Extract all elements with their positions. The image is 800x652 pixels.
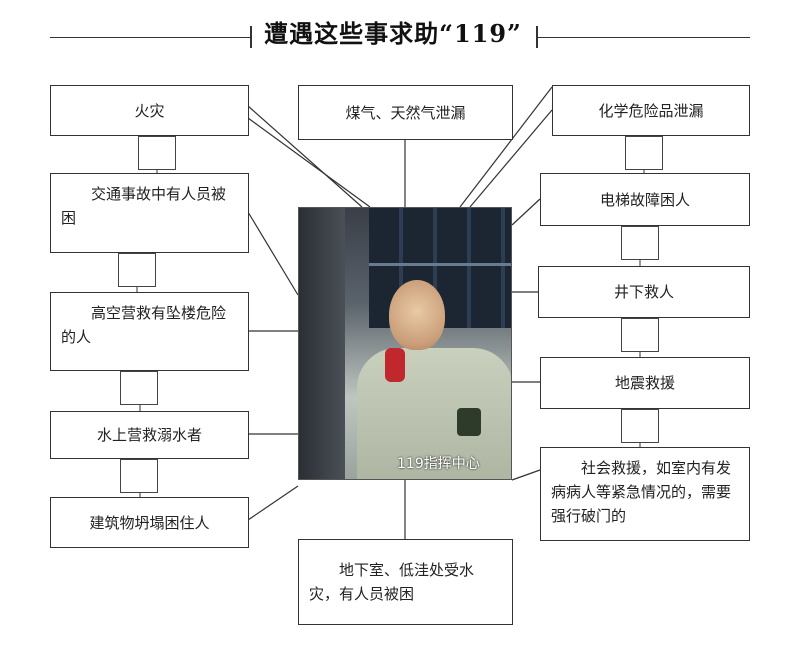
phone-icon bbox=[385, 348, 405, 382]
connector-right-2 bbox=[621, 226, 659, 260]
connector-right-4 bbox=[621, 409, 659, 443]
box-earthquake: 地震救援 bbox=[540, 357, 750, 409]
connector-right-3 bbox=[621, 318, 659, 352]
box-gas-leak: 煤气、天然气泄漏 bbox=[298, 85, 513, 140]
box-water-rescue: 水上营救溺水者 bbox=[50, 411, 249, 459]
box-chemical-leak: 化学危险品泄漏 bbox=[552, 85, 750, 136]
title-divider-right bbox=[536, 26, 538, 48]
command-center-photo: 119指挥中心 bbox=[298, 207, 512, 480]
title-divider-left bbox=[250, 26, 252, 48]
equipment-rack bbox=[299, 208, 345, 479]
box-building-collapse: 建筑物坍塌困住人 bbox=[50, 497, 249, 548]
box-basement-flood: 地下室、低洼处受水灾，有人员被困 bbox=[298, 539, 513, 625]
connector-left-2 bbox=[118, 253, 156, 287]
connector-left-4 bbox=[120, 459, 158, 493]
box-high-rescue: 高空营救有坠楼危险的人 bbox=[50, 292, 249, 371]
title-rule-left bbox=[50, 37, 250, 38]
box-social-rescue: 社会救援，如室内有发病病人等紧急情况的，需要强行破门的 bbox=[540, 447, 750, 541]
connector-left-3 bbox=[120, 371, 158, 405]
operator-head bbox=[389, 280, 445, 350]
photo-caption: 119指挥中心 bbox=[397, 456, 480, 472]
page-title: 遭遇这些事求助“119” bbox=[264, 19, 522, 48]
box-fire: 火灾 bbox=[50, 85, 249, 136]
badge-icon bbox=[457, 408, 481, 436]
box-traffic-accident: 交通事故中有人员被困 bbox=[50, 173, 249, 253]
title-bar: 遭遇这些事求助“119” bbox=[0, 14, 800, 52]
connector-right-1 bbox=[625, 136, 663, 170]
box-well-rescue: 井下救人 bbox=[538, 266, 750, 318]
operator-uniform bbox=[357, 348, 511, 479]
box-elevator: 电梯故障困人 bbox=[540, 173, 750, 226]
connector-left-1 bbox=[138, 136, 176, 170]
title-rule-right bbox=[538, 37, 750, 38]
